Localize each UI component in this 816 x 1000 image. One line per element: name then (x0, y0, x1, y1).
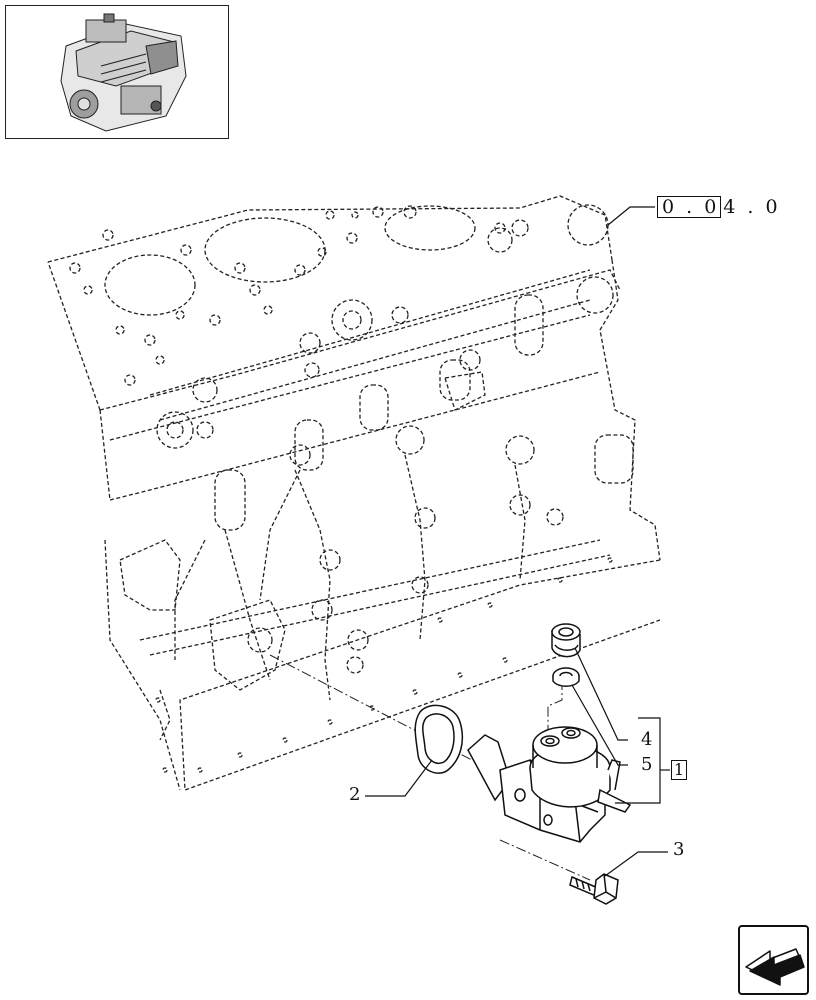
leader-lines (365, 206, 670, 877)
engine-thumbnail (5, 5, 229, 139)
callout-2: 2 (349, 784, 361, 805)
engine-block-outline (47, 195, 661, 791)
section-reference-boxed: 0 . 0 (657, 196, 722, 218)
washer-part-5 (552, 667, 580, 687)
section-reference[interactable]: 0 . 0 4 . 0 (657, 196, 778, 218)
engine-thumbnail-icon (60, 13, 187, 132)
section-reference-rest: 4 . 0 (723, 196, 778, 218)
callout-4: 4 (641, 729, 653, 750)
callout-group-1: 1 (671, 760, 687, 780)
fuel-pump-part-1 (467, 726, 632, 843)
callout-5: 5 (641, 754, 653, 775)
gasket-part-2 (414, 704, 464, 774)
callout-3: 3 (673, 839, 685, 860)
fitting-part-4 (551, 623, 581, 658)
next-page-button[interactable] (738, 925, 809, 995)
next-page-arrow-icon (745, 948, 805, 986)
bolt-part-3 (569, 873, 619, 905)
